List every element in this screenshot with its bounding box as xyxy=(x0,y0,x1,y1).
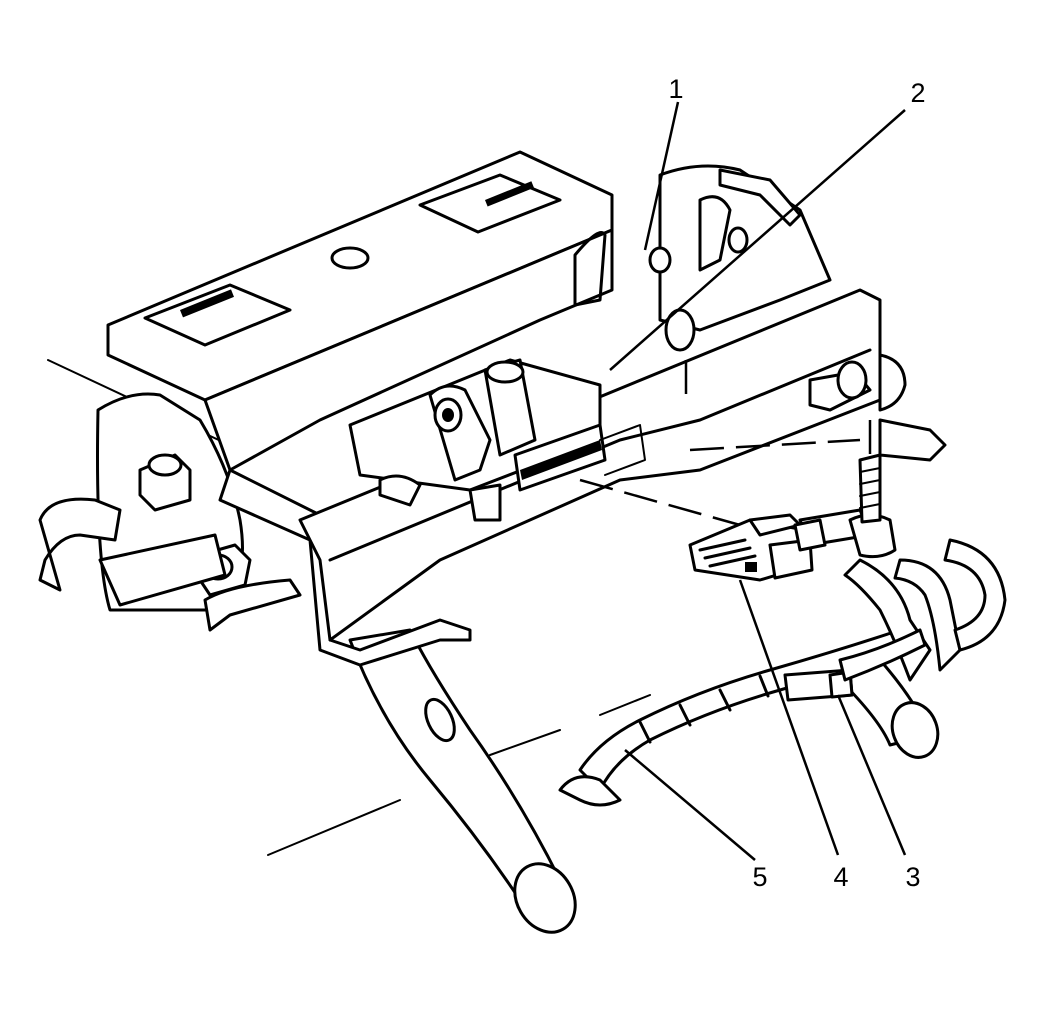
callout-4: 4 xyxy=(833,862,848,892)
left-fasteners xyxy=(38,453,302,632)
callout-5: 5 xyxy=(752,862,767,892)
lower-support-tube xyxy=(348,628,577,934)
small-connector xyxy=(783,628,927,702)
module-housing xyxy=(348,358,646,522)
callout-3: 3 xyxy=(905,862,920,892)
callouts: 1 2 3 4 5 xyxy=(668,74,925,892)
callout-1: 1 xyxy=(668,74,683,104)
harness-connector xyxy=(688,513,827,582)
wiring-harness xyxy=(558,453,1007,807)
leader-line-5 xyxy=(624,749,756,861)
leader-line-2 xyxy=(609,109,906,371)
leader-line-4 xyxy=(738,579,840,856)
alignment-dashes xyxy=(579,360,872,527)
callout-2: 2 xyxy=(910,78,925,108)
leader-line-1 xyxy=(643,101,680,251)
leader-lines xyxy=(609,101,907,861)
leader-line-3 xyxy=(836,694,907,856)
right-lower-tube xyxy=(838,658,940,759)
